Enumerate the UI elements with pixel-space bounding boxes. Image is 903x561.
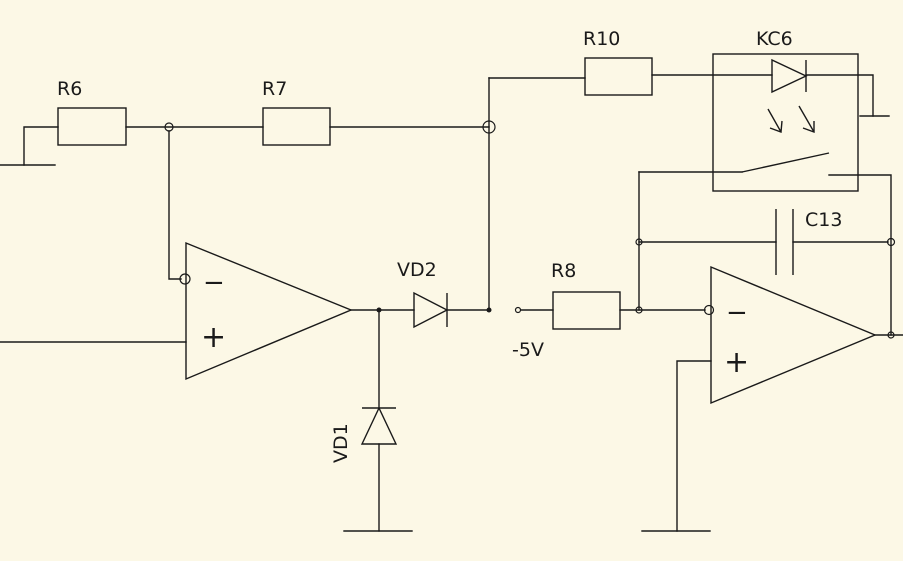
label-r7: R7	[262, 78, 287, 100]
resistor-r7	[262, 107, 331, 146]
label-r10: R10	[583, 28, 620, 50]
label-vd1: VD1	[330, 423, 352, 463]
resistor-r6	[57, 107, 127, 146]
label-c13: C13	[805, 209, 842, 231]
resistor-r10	[584, 57, 653, 96]
diode-vd2	[413, 291, 449, 329]
label-kc6: KC6	[756, 28, 793, 50]
label-supply: -5V	[512, 339, 544, 361]
junction-node-r8	[635, 306, 643, 314]
label-r6: R6	[57, 78, 82, 100]
kc6-switch-blade	[741, 152, 830, 173]
opamp-1-minus-sign: −	[203, 268, 225, 298]
opamp-1-plus-sign: +	[201, 320, 226, 355]
opamp-2-plus-sign: +	[724, 345, 749, 380]
input-wire-upper	[0, 126, 59, 166]
terminal-supply	[514, 306, 522, 314]
junction-node-c13-right	[886, 237, 896, 247]
capacitor-c13	[775, 209, 794, 275]
junction-node-c13-left	[635, 238, 643, 246]
opamp-2-minus-sign: −	[726, 298, 748, 328]
junction-node-op1-minus	[179, 273, 191, 285]
opamp-1	[185, 241, 353, 381]
junction-node-bus	[482, 120, 496, 134]
resistor-r8	[552, 291, 621, 330]
junction-node-output	[887, 331, 895, 339]
label-vd2: VD2	[397, 259, 437, 281]
label-r8: R8	[551, 260, 576, 282]
diode-vd1	[360, 406, 398, 445]
kc6-light-arrows	[767, 105, 815, 133]
optocoupler-kc6	[712, 53, 859, 192]
opamp-2	[710, 265, 877, 405]
junction-node-op2-minus	[703, 304, 715, 316]
kc6-led-diode	[771, 58, 808, 94]
